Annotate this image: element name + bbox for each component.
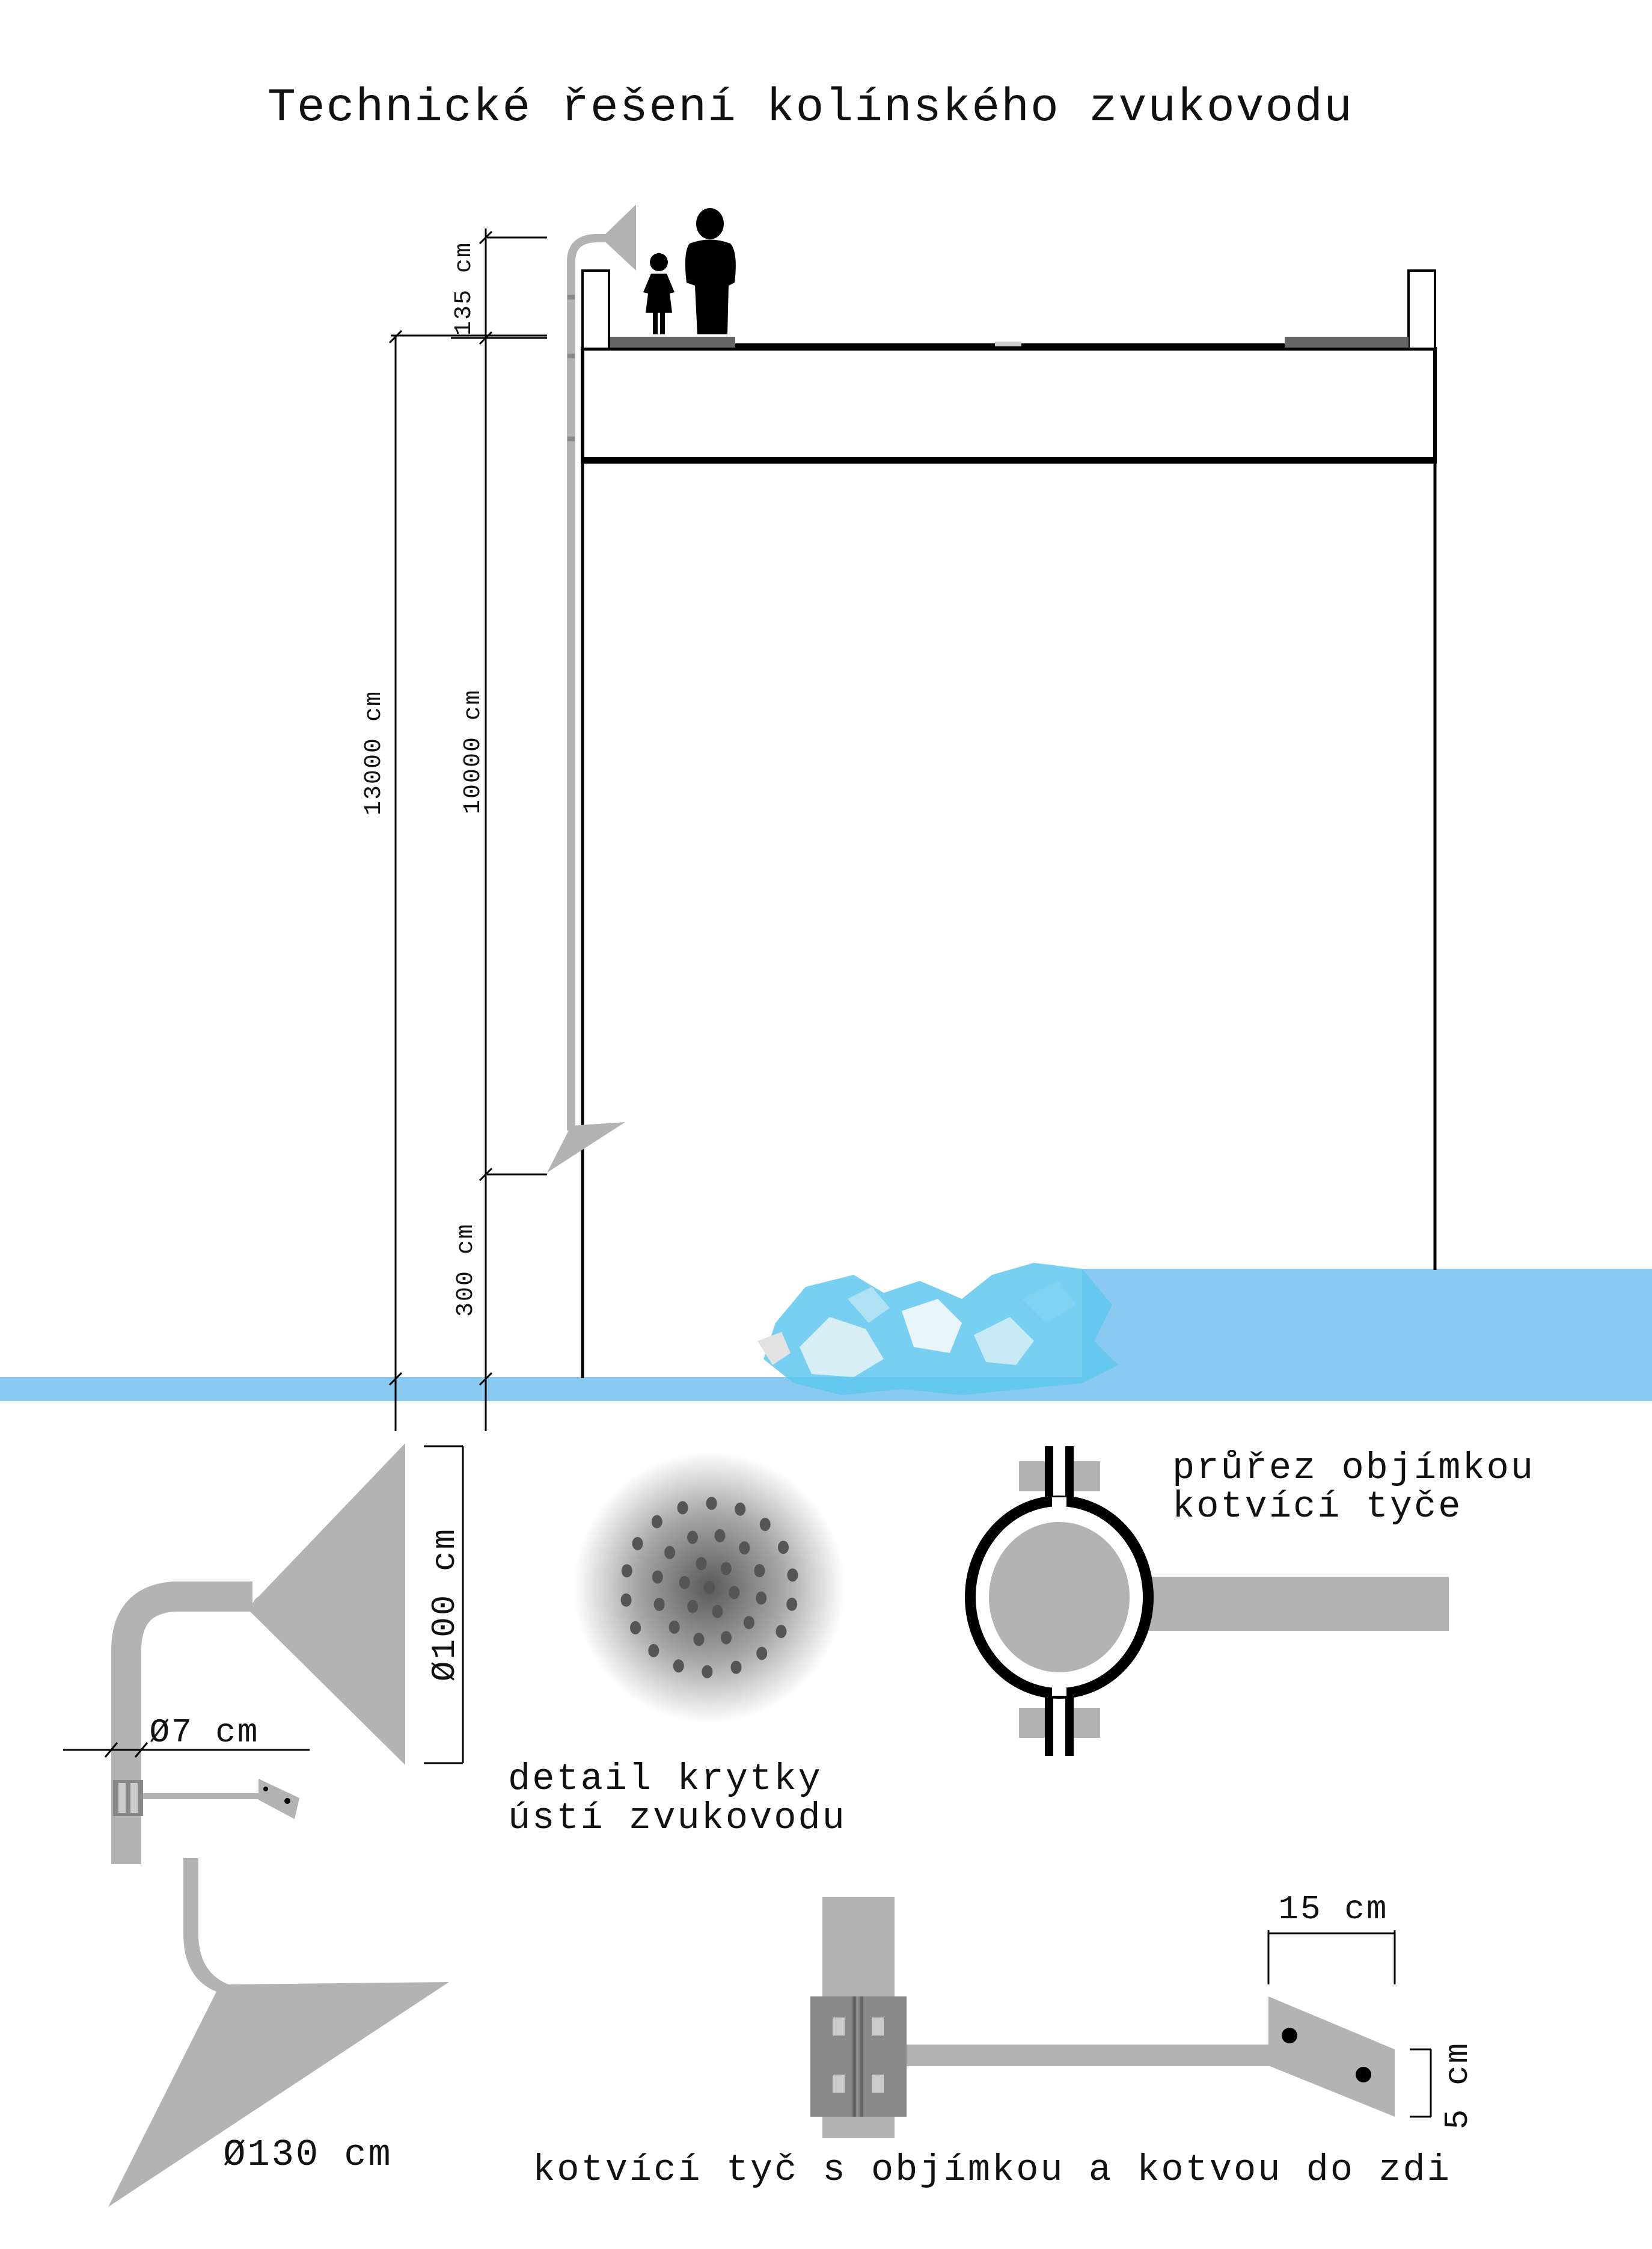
child-figure-icon [643, 253, 675, 334]
cover-hole [756, 1591, 767, 1605]
lower-funnel [547, 1122, 625, 1173]
cover-caption-1: detail krytky [508, 1758, 822, 1800]
cover-hole [730, 1660, 742, 1674]
cover-hole [721, 1631, 732, 1645]
cover-hole [687, 1530, 698, 1544]
dim-funnel-upper: Ø100 cm [426, 1527, 464, 1681]
parapet-right [1407, 269, 1436, 350]
cover-hole [652, 1570, 663, 1584]
dim-300: 300 cm [453, 1223, 480, 1317]
clamp-caption-2: kotvící tyče [1172, 1485, 1462, 1528]
cover-hole [704, 1581, 715, 1594]
building-elevation: 135 cm 13000 cm 10000 cm 300 cm [0, 204, 1652, 1431]
anchor-rod-detail: 15 cm 5 cm kotvící tyč s objímkou a kotv… [533, 1890, 1477, 2191]
page-title: Technické řešení kolínského zvukovodu [268, 82, 1353, 135]
cover-hole [621, 1564, 632, 1578]
anchor-caption: kotvící tyč s objímkou a kotvou do zdi [533, 2149, 1451, 2191]
cover-hole [754, 1564, 765, 1577]
cover-hole [706, 1497, 717, 1510]
building-top-section [581, 347, 1437, 464]
cover-hole [739, 1541, 750, 1555]
cover-hole [648, 1643, 659, 1657]
dim-135: 135 cm [451, 242, 478, 336]
cover-detail: detail krytky ústí zvukovodu [508, 1452, 846, 1839]
water-splash [757, 1263, 1118, 1395]
cover-hole [787, 1568, 798, 1582]
cover-caption-2: ústí zvukovodu [508, 1797, 846, 1839]
cover-hole [632, 1536, 643, 1550]
cover-hole [679, 1576, 690, 1589]
cover-hole [714, 1529, 726, 1542]
cover-hole [620, 1593, 632, 1607]
cover-hole [720, 1562, 732, 1576]
cover-hole [729, 1586, 740, 1600]
cover-hole [702, 1665, 713, 1678]
cover-hole [668, 1620, 680, 1634]
cover-hole [756, 1646, 768, 1660]
clamp-caption-1: průřez objímkou [1172, 1447, 1535, 1490]
cover-hole [651, 1515, 662, 1529]
cover-hole [743, 1616, 754, 1630]
dimension-lines [388, 229, 547, 1431]
lower-funnel-detail [108, 1858, 449, 2207]
cover-hole [630, 1621, 641, 1634]
sound-pipe [567, 234, 606, 1131]
cover-hole [759, 1518, 771, 1532]
pipe-detail [111, 1582, 252, 1864]
cover-hole [712, 1604, 723, 1618]
cover-hole [735, 1502, 746, 1516]
cover-hole [673, 1659, 684, 1673]
upper-funnel [601, 204, 636, 271]
cover-hole [786, 1597, 798, 1611]
cover-hole [693, 1633, 705, 1646]
cover-hole [776, 1625, 787, 1639]
dim-anchor-height: 5 cm [1439, 2042, 1477, 2129]
clamp-section: průřez objímkou kotvící tyče [965, 1446, 1535, 1756]
dim-10000: 10000 cm [460, 689, 487, 814]
cover-hole [653, 1598, 665, 1611]
cover-hole [696, 1557, 707, 1571]
parapet-left [581, 269, 610, 350]
roof-slab-right [1285, 337, 1409, 348]
water-pool [1082, 1269, 1652, 1401]
funnel-detail: Ø100 cm Ø7 cm Ø130 cm [63, 1443, 464, 2207]
dim-anchor-width: 15 cm [1278, 1890, 1388, 1928]
cover-hole [664, 1545, 676, 1559]
upper-funnel-detail [250, 1443, 405, 1765]
roof-slab-left [610, 337, 735, 348]
cover-hole [687, 1600, 699, 1613]
dim-pipe: Ø7 cm [149, 1713, 259, 1752]
cover-hole [677, 1501, 688, 1515]
cover-hole [778, 1541, 789, 1554]
adult-figure-icon [685, 208, 736, 334]
dim-funnel-lower: Ø130 cm [223, 2134, 392, 2176]
dim-13000: 13000 cm [361, 690, 388, 815]
